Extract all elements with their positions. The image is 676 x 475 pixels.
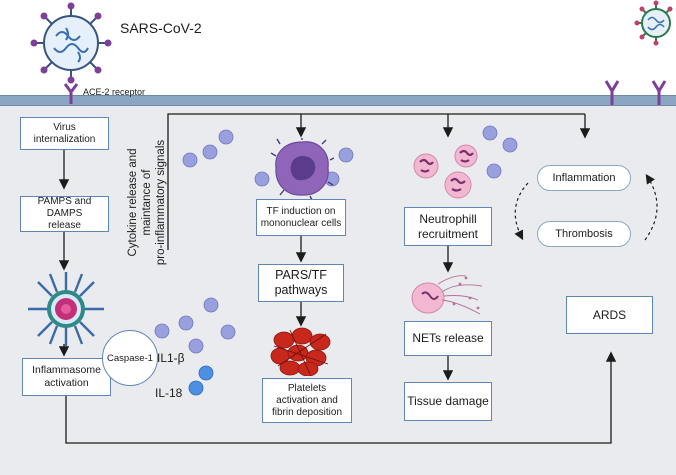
receptor-label: ACE-2 receptor — [83, 87, 146, 97]
inflammation-pill: Inflammation — [537, 165, 631, 191]
cytokine-dot — [154, 323, 170, 339]
tissue-damage-box: Tissue damage — [404, 382, 492, 421]
platelets-box: Platelets activation and fibrin depositi… — [262, 378, 352, 423]
cytokine-dot — [218, 129, 234, 145]
il18-dot — [188, 380, 204, 396]
neutrophil-line-1: Neutrophill — [419, 212, 477, 227]
blood-clot-icon — [270, 327, 331, 376]
inflammasome-line-2: activation — [44, 377, 89, 389]
pars-tf-box: PARS/TF pathways — [258, 264, 344, 302]
neutrophil-cell — [444, 171, 472, 199]
tf-line-2: mononuclear cells — [260, 217, 342, 229]
pamps-damps-box: PAMPS and DAMPS release — [20, 196, 109, 232]
tf-induction-box: TF induction on mononuclear cells — [256, 199, 346, 236]
cytokine-dot — [338, 147, 354, 163]
arrow-thrombosis-to-inflammation — [644, 173, 658, 241]
cytokine-dot — [482, 125, 498, 141]
cytokine-dot — [486, 163, 502, 179]
pamps-damps-line-2: release — [48, 220, 81, 231]
cytokine-dot — [203, 297, 219, 313]
cytokine-dot — [254, 171, 270, 187]
receptor-icon — [651, 80, 667, 105]
ards-box: ARDS — [566, 296, 653, 334]
neutrophil-line-2: recruitment — [417, 226, 479, 241]
inflammasome-icon — [28, 272, 104, 346]
il18-label: IL-18 — [155, 386, 183, 400]
sars-cov-2-virus-icon — [30, 2, 112, 84]
cytokine-dot — [220, 324, 236, 340]
platelets-line-1: Platelets — [287, 382, 327, 394]
platelets-line-2: activation and — [276, 394, 338, 406]
cytokine-dot — [502, 137, 518, 153]
cytokine-dot — [202, 144, 218, 160]
connector-top-line — [167, 113, 585, 250]
cell-membrane — [0, 95, 676, 106]
neutrophil-cell — [454, 144, 478, 168]
tf-line-1: TF induction on — [266, 205, 336, 217]
cytokine-dot — [182, 152, 198, 168]
mononuclear-cell-icon — [270, 138, 334, 200]
neutrophil-recruitment-box: Neutrophill recruitment — [404, 207, 492, 246]
thrombosis-pill: Thrombosis — [537, 221, 631, 247]
nets-release-box: NETs release — [404, 321, 492, 356]
cytokine-dot — [178, 315, 194, 331]
pamps-damps-line-1: PAMPS and DAMPS — [37, 196, 92, 219]
pars-line-2: pathways — [274, 283, 328, 297]
receptor-icon — [604, 80, 620, 105]
inflammasome-line-1: Inflammasome — [32, 364, 101, 377]
caspase-1-badge: Caspase-1 — [102, 330, 158, 386]
virus-small-icon — [634, 0, 673, 46]
platelets-line-3: fibrin deposition — [271, 406, 343, 418]
pars-line-1: PARS/TF — [275, 268, 327, 282]
inflammasome-activation-box: Inflammasome activation — [22, 358, 111, 396]
neutrophil-cell — [413, 153, 439, 179]
virus-label: SARS-CoV-2 — [120, 20, 202, 36]
il1b-label: IL1-β — [157, 351, 185, 365]
nets-icon — [411, 275, 483, 315]
ace2-receptor-icon — [63, 83, 79, 104]
arrow-inflammasome-to-ards — [65, 351, 617, 444]
il18-dot — [198, 365, 214, 381]
cytokine-dot — [188, 338, 204, 354]
virus-internalization-box: Virus internalization — [20, 117, 109, 150]
